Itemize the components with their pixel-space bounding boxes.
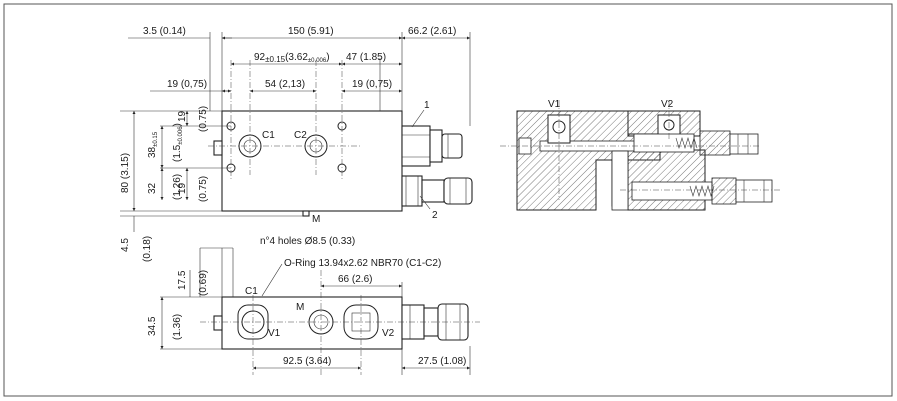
- dim-mount-holes: n°4 holes Ø8.5 (0.33): [260, 236, 355, 247]
- dim-oring: O-Ring 13.94x2.62 NBR70 (C1-C2): [284, 258, 441, 269]
- callout-1: 1: [424, 100, 430, 111]
- m-port-stub: [302, 210, 310, 217]
- valve-body-top: [221, 110, 403, 212]
- dim-overall-width: 150 (5.91): [288, 26, 334, 37]
- cartridge-2-nut: [401, 175, 423, 207]
- cartridge-1-hex: [401, 125, 431, 167]
- section-label-v2: V2: [661, 99, 674, 110]
- label-m: M: [312, 214, 320, 225]
- bottom-label-v2: V2: [382, 328, 395, 339]
- dim-hole-vertical: 38±0.15: [147, 131, 159, 158]
- dim-top-to-hole: 19: [177, 110, 188, 122]
- dim-port-offset-bottom: 66 (2.6): [338, 274, 372, 285]
- dim-hole-vertical-in: (1.5±0.006): [172, 123, 184, 162]
- dim-bottom-to-hole: 19: [177, 182, 188, 194]
- dim-v-spacing: 92.5 (3.64): [283, 356, 331, 367]
- dim-side-top: 17.5: [177, 270, 188, 290]
- valve-body-side: [221, 296, 403, 350]
- dim-left-offset: 3.5 (0.14): [143, 26, 186, 37]
- dim-hole-spacing: 92±0.15(3.62±0.006): [254, 52, 330, 64]
- dim-right-hole-to-port: 19 (0,75): [352, 79, 392, 90]
- drawing-frame: [3, 3, 893, 397]
- label-c1: C1: [262, 130, 275, 141]
- section-view: V1 V2: [500, 99, 780, 211]
- dim-side-height-in: (1.36): [172, 314, 183, 340]
- dim-body-height: 80 (3.15): [120, 153, 131, 193]
- dim-port-height: 32: [147, 182, 158, 194]
- dim-m-offset-in: (0.18): [142, 236, 153, 262]
- bottom-label-c1: C1: [245, 286, 258, 297]
- dim-v2-to-end: 27.5 (1.08): [418, 356, 466, 367]
- dim-right-offset: 47 (1.85): [346, 52, 386, 63]
- bottom-label-v1: V1: [268, 328, 281, 339]
- dim-bottom-to-hole-in: (0.75): [198, 176, 209, 202]
- dim-side-top-in: (0.69): [198, 270, 209, 296]
- callout-2: 2: [432, 210, 438, 221]
- cartridge-1-nut: [429, 129, 443, 163]
- section-label-v1: V1: [548, 99, 561, 110]
- dim-top-to-hole-in: (0.75): [198, 106, 209, 132]
- dim-side-height: 34.5: [147, 316, 158, 336]
- cartridge-1-cap: [441, 133, 463, 159]
- dim-port-spacing: 54 (2,13): [265, 79, 305, 90]
- label-c2: C2: [294, 130, 307, 141]
- top-view: 3.5 (0.14) 150 (5.91) 66.2 (2.61) 92±0.1…: [120, 26, 473, 262]
- dim-port-height-in: (1.26): [172, 174, 183, 200]
- left-plug: [213, 140, 223, 156]
- dim-m-offset: 4.5: [120, 238, 131, 252]
- cartridge-2-body: [421, 179, 445, 203]
- dim-cartridge-length: 66.2 (2.61): [408, 26, 456, 37]
- cartridge-2-knob: [443, 177, 473, 205]
- dim-left-edge-to-hole: 19 (0,75): [167, 79, 207, 90]
- side-view: n°4 holes Ø8.5 (0.33) O-Ring 13.94x2.62 …: [147, 236, 480, 375]
- bottom-label-m: M: [296, 302, 304, 313]
